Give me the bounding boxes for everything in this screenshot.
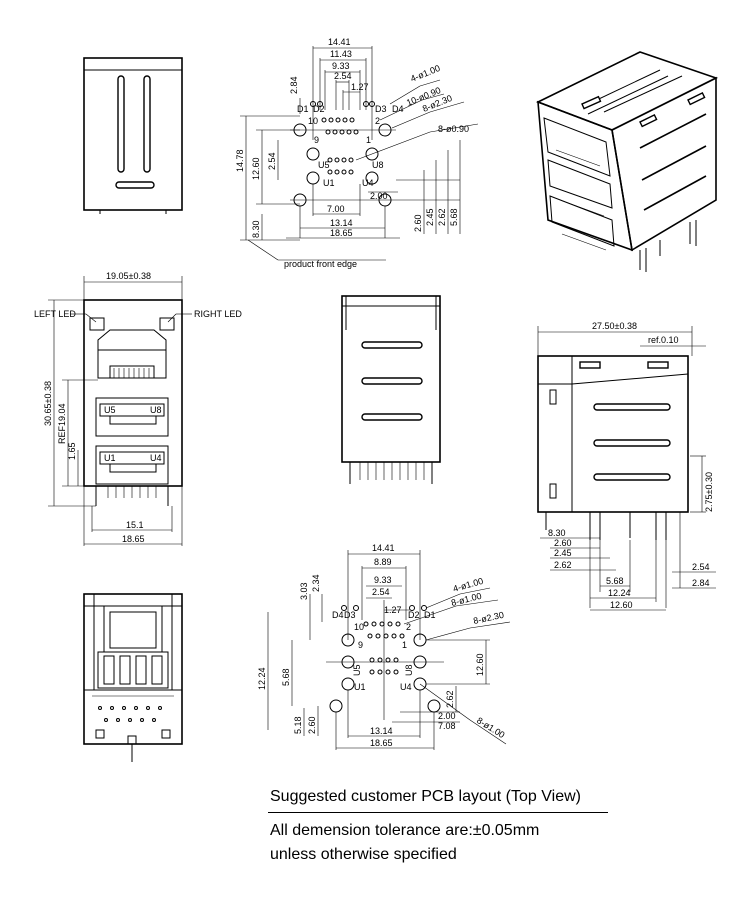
bp-dim-5-18: 5.18 [293,716,303,734]
bottom-pcb-layout: 14.41 8.89 9.33 2.54 1.27 3.03 2.34 [257,543,511,750]
note-title-underline [268,812,608,813]
product-front-edge-note: product front edge [284,259,357,269]
bp-dim-2-34: 2.34 [311,574,321,592]
label-pin10: 10 [308,116,318,126]
bp-label-u5: U5 [352,664,362,676]
label-u8: U8 [372,160,384,170]
side-height-dim: 2.75±0.30 [704,472,714,512]
dim-2-00: 2.00 [370,191,388,201]
top-view [83,57,183,214]
dim-11-43: 11.43 [330,49,352,59]
label-d2: D2 [313,104,325,114]
side-width-dim: 27.50±0.38 [592,321,637,331]
label-pin9: 9 [314,135,319,145]
front-u1: U1 [104,453,116,463]
bp-dim-5-68: 5.68 [281,668,291,686]
bp-label-d3: D3 [344,610,356,620]
bp-dim-18-65: 18.65 [370,738,393,748]
dim-9-33: 9.33 [332,61,350,71]
front-height-dim: 30.65±0.38 [43,381,53,426]
bp-label-pin2: 2 [406,622,411,632]
left-led-label: LEFT LED [34,309,76,319]
bp-dim-9-33: 9.33 [374,575,392,585]
dim-1-27: 1.27 [351,82,369,92]
bp-dim-12-24: 12.24 [257,667,267,690]
side-2-60: 2.60 [554,538,572,548]
label-pin2: 2 [375,116,380,126]
right-led-label: RIGHT LED [194,309,242,319]
label-d4: D4 [392,104,404,114]
dim-18-65: 18.65 [330,228,353,238]
bp-label-u4: U4 [400,682,412,692]
dim-2-84: 2.84 [289,76,299,94]
side-2-62: 2.62 [554,560,572,570]
note-unless: unless otherwise specified [270,846,457,863]
label-u5: U5 [318,160,330,170]
front-1-65-dim: 1.65 [67,442,77,460]
dim-2-60: 2.60 [413,214,423,232]
note-tolerance: All demension tolerance are:±0.05mm [270,822,540,839]
callout-8-d0-9: 8-ø0.90 [438,124,469,134]
bp-callout-8-d1-b: 8-ø1.00 [475,715,507,740]
bp-label-pin9: 9 [358,640,363,650]
bp-dim-8-89: 8.89 [374,557,392,567]
bp-label-pin1: 1 [402,640,407,650]
side-12-60: 12.60 [610,600,633,610]
bp-dim-1-27: 1.27 [384,605,402,615]
side-12-24: 12.24 [608,588,631,598]
front-width-dim: 19.05±0.38 [106,271,151,281]
note-title: Suggested customer PCB layout (Top View) [270,788,581,805]
dim-2-45: 2.45 [425,208,435,226]
dim-14-41: 14.41 [328,37,351,47]
label-u1: U1 [323,178,335,188]
bp-dim-14-41: 14.41 [372,543,395,553]
side-2-84: 2.84 [692,578,710,588]
label-u4: U4 [362,178,374,188]
side-2-45: 2.45 [554,548,572,558]
dim-5-68: 5.68 [449,208,459,226]
bp-dim-2-60: 2.60 [307,716,317,734]
bp-dim-13-14: 13.14 [370,726,393,736]
isometric-view [535,51,719,272]
bp-label-u8: U8 [404,664,414,676]
bp-label-d4: D4 [332,610,344,620]
bp-label-pin10: 10 [354,622,364,632]
dim-14-78: 14.78 [235,149,245,172]
label-d1: D1 [297,104,309,114]
bp-dim-12-60: 12.60 [475,653,485,676]
top-pcb-holes [290,101,396,207]
dim-8-30: 8.30 [251,220,261,238]
dim-2-54: 2.54 [334,71,352,81]
bp-label-u1: U1 [354,682,366,692]
label-pin1: 1 [366,135,371,145]
bp-dim-2-62: 2.62 [445,690,455,708]
side-view: 27.50±0.38 ref.0.10 2.75±0.30 8.30 2.60 … [537,321,716,611]
bottom-view [83,593,183,762]
label-d3: D3 [375,104,387,114]
bp-dim-2-00: 2.00 [438,711,456,721]
dim-2-62: 2.62 [437,208,447,226]
side-5-68: 5.68 [606,576,624,586]
side-8-30: 8.30 [548,528,566,538]
front-15-1-dim: 15.1 [126,520,144,530]
dim-12-60: 12.60 [251,157,261,180]
rear-view [341,295,441,484]
side-2-54: 2.54 [692,562,710,572]
front-view: 19.05±0.38 U5 U8 U1 U4 LE [34,271,242,546]
bp-dim-2-54: 2.54 [372,587,390,597]
dim-7-00: 7.00 [327,204,345,214]
dim-2-54-v: 2.54 [267,152,277,170]
front-ref-dim: REF19.04 [57,403,67,444]
front-u4: U4 [150,453,162,463]
front-u5: U5 [104,405,116,415]
dim-13-14: 13.14 [330,218,353,228]
bp-label-d2: D2 [408,610,420,620]
bp-dim-7-08: 7.08 [438,721,456,731]
bp-dim-3-03: 3.03 [299,582,309,600]
front-18-65-dim: 18.65 [122,534,145,544]
top-pcb-layout: 14.41 11.43 9.33 2.54 1.27 2.84 14.78 12… [235,37,479,269]
front-u8: U8 [150,405,162,415]
side-ref-dim: ref.0.10 [648,335,679,345]
